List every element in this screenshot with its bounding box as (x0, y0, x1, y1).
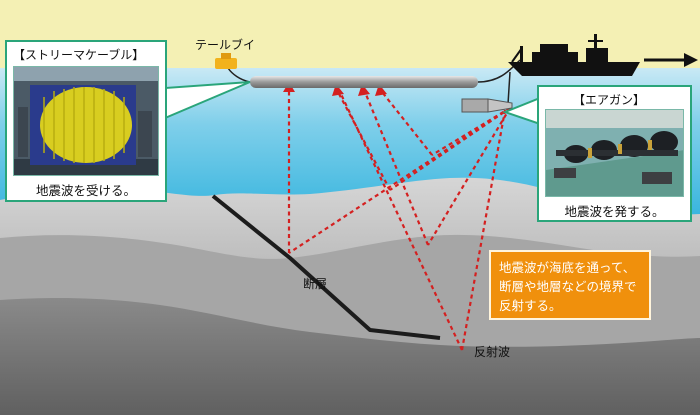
streamer-cable (250, 76, 478, 88)
seismic-rays (287, 90, 511, 351)
airgun-array-photo (545, 109, 684, 197)
explanation-note: 地震波が海底を通って、 断層や地層などの境界で 反射する。 (489, 250, 651, 320)
tail-buoy-icon (215, 53, 237, 69)
tail-buoy-label: テールブイ (195, 38, 256, 52)
seafloor-deep-layer (0, 297, 700, 415)
airgun-device-icon (461, 71, 513, 113)
reflected-wave-label: 反射波 (474, 345, 511, 359)
fault-label: 断層 (303, 277, 328, 291)
note-line-2: 断層や地層などの境界で (499, 279, 637, 294)
streamer-callout: 【ストリーマケーブル】 (5, 40, 167, 202)
note-line-1: 地震波が海底を通って、 (499, 260, 636, 275)
streamer-cable-reel-photo (13, 66, 159, 176)
streamer-callout-caption: 地震波を受ける。 (35, 183, 136, 198)
airgun-callout-caption: 地震波を発する。 (564, 204, 665, 219)
airgun-callout-title: 【エアガン】 (573, 93, 646, 107)
direction-arrow-icon (644, 53, 698, 67)
survey-ship-icon (508, 34, 640, 76)
streamer-callout-title: 【ストリーマケーブル】 (13, 48, 145, 62)
airgun-callout: 【エアガン】 (537, 85, 692, 222)
fault-line (211, 194, 441, 340)
note-line-3: 反射する。 (499, 298, 562, 313)
